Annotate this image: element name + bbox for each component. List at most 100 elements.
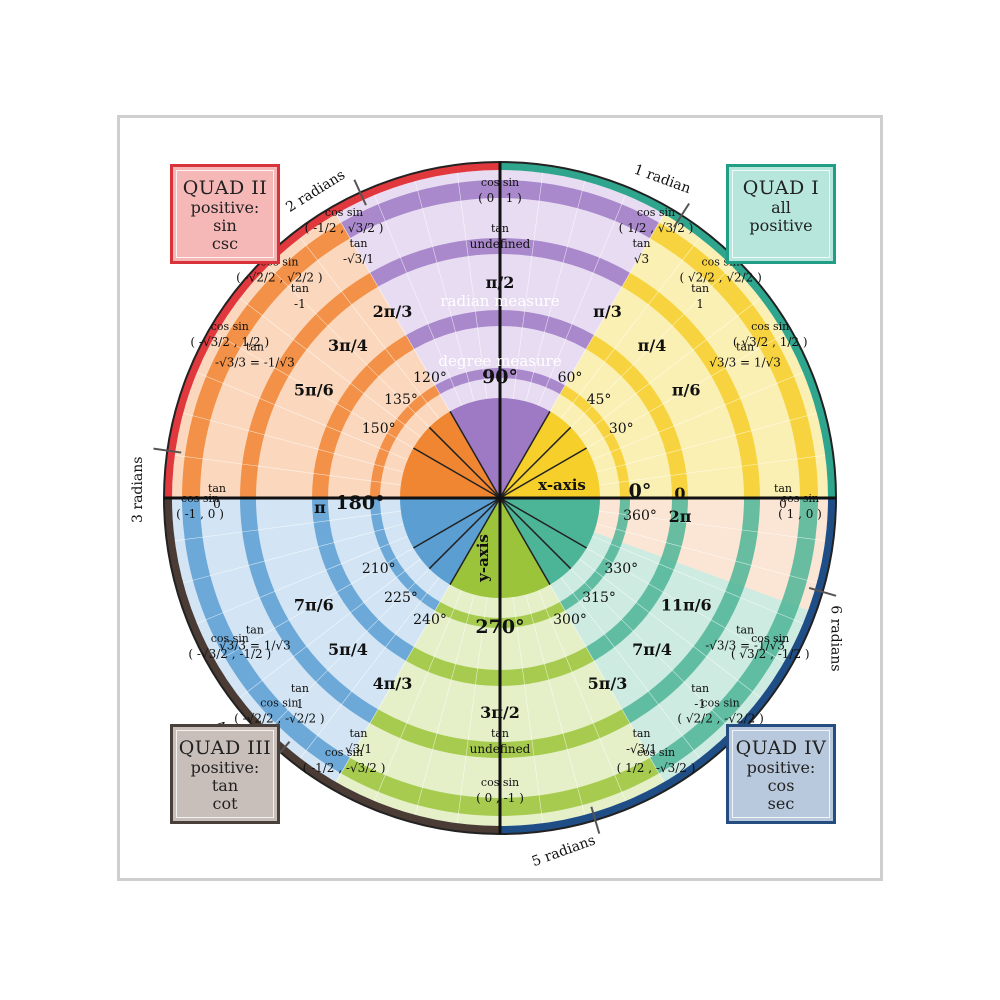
- grid-line: [586, 333, 785, 449]
- quad-ii-line: csc: [211, 234, 239, 253]
- grid-line: [560, 237, 700, 419]
- tan-header: tan: [291, 282, 309, 295]
- coord-header: cos sin: [211, 320, 249, 333]
- tan-header: tan: [246, 341, 264, 354]
- sector-band: [406, 310, 594, 350]
- sector-band: [622, 498, 760, 724]
- sector-band: [586, 335, 688, 498]
- inner-fan: [500, 411, 600, 498]
- angle-spoke: [499, 447, 587, 499]
- grid-line: [174, 454, 401, 486]
- quad-iv-line: positive:: [746, 758, 816, 777]
- sector-band: [435, 601, 565, 628]
- sector-band: [650, 222, 818, 498]
- sector-band: [560, 385, 630, 498]
- degree-label: 180°: [335, 492, 384, 514]
- unit-circle-wheel: 0°30°45°60°90°120°135°150°180°210°225°24…: [130, 161, 843, 870]
- coord-header: cos sin: [702, 697, 740, 710]
- sector-band: [181, 222, 350, 498]
- coord-header: cos sin: [481, 176, 519, 189]
- coord-header: cos sin: [211, 632, 249, 645]
- quad-iv-line: sec: [767, 794, 795, 813]
- unit-circle-chart: 0°30°45°60°90°120°135°150°180°210°225°24…: [117, 115, 883, 881]
- grid-line: [183, 412, 404, 473]
- radian-label: π/3: [593, 302, 622, 321]
- angle-spoke: [499, 426, 572, 499]
- quad-iii-line: positive:: [190, 758, 260, 777]
- quad-ii-box: QUAD II positive: sin csc: [170, 164, 280, 264]
- quad-iii-box: QUAD III positive: tan cot: [170, 724, 280, 824]
- grid-line: [525, 594, 586, 815]
- angle-spoke: [499, 497, 551, 585]
- coord-value: ( -1/2 , -√3/2 ): [303, 761, 386, 775]
- radian-tick: [590, 806, 601, 834]
- grid-line: [456, 172, 488, 399]
- radian-tick: [808, 587, 837, 597]
- coord-value: ( 0 , 1 ): [478, 191, 522, 205]
- radian-marker-label: 1 radian: [632, 162, 693, 197]
- x-axis-label: x-axis: [538, 476, 586, 494]
- quad-iii-title: QUAD III: [178, 737, 272, 759]
- tan-value: -√3/1: [626, 742, 657, 756]
- grid-line: [599, 510, 826, 542]
- radian-tick: [673, 202, 690, 228]
- tan-header: tan: [208, 482, 226, 495]
- tan-header: tan: [246, 624, 264, 637]
- radian-label: 2π: [669, 507, 692, 526]
- quad-iii-line: tan: [211, 776, 239, 795]
- grid-line: [592, 372, 804, 461]
- sector-band: [341, 179, 659, 239]
- degree-label: 330°: [604, 561, 638, 577]
- sector-band: [240, 272, 378, 498]
- grid-line: [374, 590, 463, 802]
- grid-line: [525, 181, 586, 402]
- coord-value: ( 1/2 , √3/2 ): [619, 221, 694, 235]
- grid-line: [512, 597, 544, 824]
- radian-label: 5π/3: [588, 674, 628, 693]
- degree-label: 90°: [482, 366, 518, 388]
- coord-value: ( -√2/2 , √2/2 ): [236, 270, 322, 284]
- coord-header: cos sin: [751, 320, 789, 333]
- tan-header: tan: [491, 222, 509, 235]
- coord-header: cos sin: [637, 206, 675, 219]
- grid-line: [456, 597, 488, 824]
- coord-value: ( √3/2 , -1/2 ): [731, 647, 810, 661]
- grid-line: [374, 194, 463, 406]
- coord-value: ( -1 , 0 ): [176, 507, 224, 521]
- grid-line: [549, 213, 665, 412]
- grid-line: [174, 510, 401, 542]
- radian-label: π: [314, 498, 326, 517]
- grid-line: [599, 454, 826, 486]
- radian-label: 3π/4: [328, 336, 368, 355]
- sector-band: [341, 757, 659, 816]
- tan-value: -1: [294, 297, 306, 311]
- degree-label: 270°: [475, 616, 524, 638]
- quad-i-line: all: [771, 198, 791, 217]
- sector-band: [435, 367, 565, 395]
- quad-iv-box: QUAD IV positive: cos sec: [726, 724, 836, 824]
- tan-value: 0: [779, 497, 787, 511]
- grid-line: [537, 194, 626, 406]
- grid-line: [414, 594, 475, 815]
- quad-iv-line: cos: [767, 776, 795, 795]
- radian-label: 7π/4: [632, 640, 672, 659]
- degree-label: 45°: [587, 392, 612, 408]
- grid-line: [215, 333, 414, 449]
- sector-band: [182, 498, 350, 774]
- inner-fan: [400, 498, 500, 585]
- degree-label: 135°: [384, 392, 418, 408]
- radian-label: 7π/6: [294, 596, 334, 615]
- coord-value: ( 1/2 , -√3/2 ): [617, 761, 696, 775]
- grid-line: [300, 577, 440, 759]
- quad-ii-line: sin: [213, 216, 237, 235]
- sector-band: [406, 646, 594, 687]
- coord-value: ( 1 , 0 ): [778, 507, 822, 521]
- sector-band: [560, 498, 630, 611]
- grid-line: [560, 577, 700, 759]
- coord-value: ( √2/2 , √2/2 ): [679, 270, 761, 284]
- tan-value: √3/1: [345, 742, 372, 756]
- coord-value: ( √2/2 , -√2/2 ): [677, 712, 763, 726]
- radian-marker-label: 5 radians: [530, 832, 598, 870]
- tan-value: undefined: [470, 742, 531, 756]
- grid-line: [196, 535, 408, 624]
